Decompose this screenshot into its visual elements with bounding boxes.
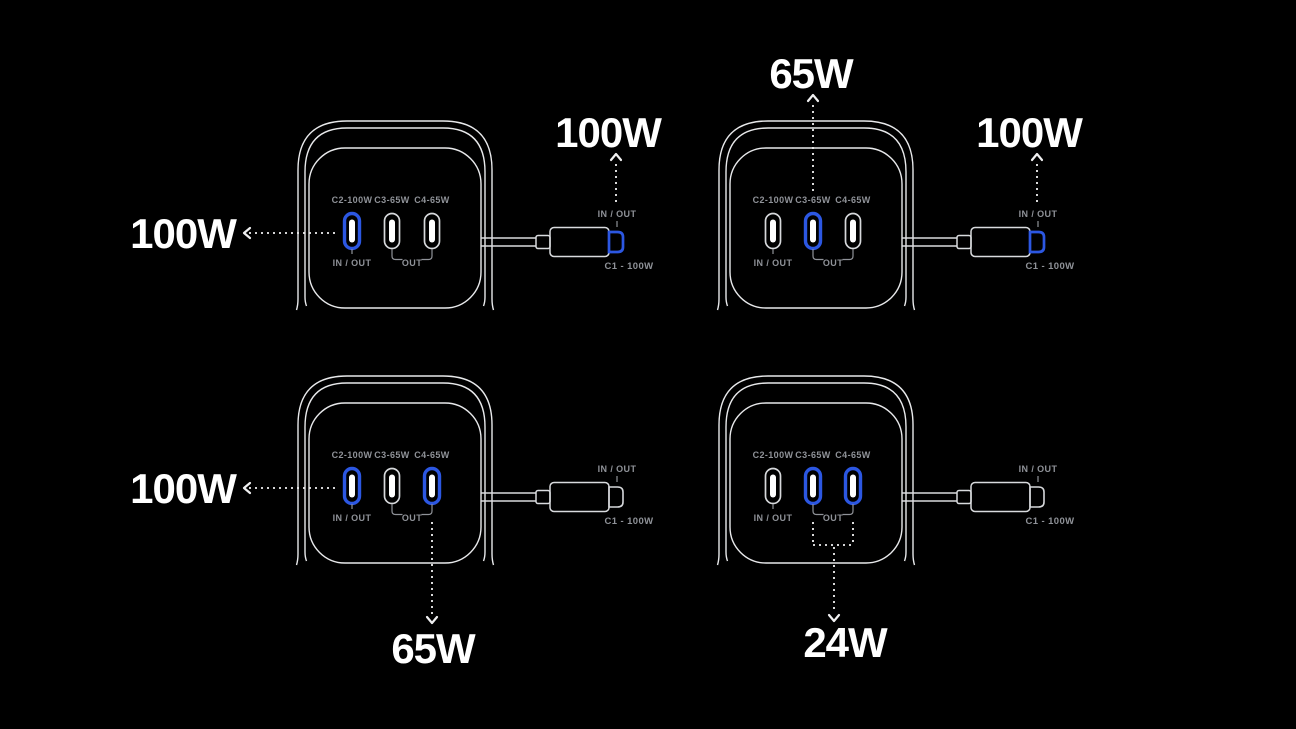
connector-tip <box>608 231 624 253</box>
port-label-c2: C2-100W <box>753 195 794 205</box>
connector-tip <box>1029 231 1045 253</box>
c2-io-label: IN / OUT <box>754 258 793 268</box>
c3-power-label: 65W <box>769 50 854 97</box>
connector-tip <box>608 486 624 508</box>
connector-tip <box>1029 486 1045 508</box>
port-label-c2: C2-100W <box>332 195 373 205</box>
c2-power-label: 100W <box>130 210 237 257</box>
port-label-c4: C4-65W <box>835 195 871 205</box>
port-label-c2: C2-100W <box>332 450 373 460</box>
scenario-top-left: C2-100W C3-65W C4-65W IN / OUT OUT IN / … <box>130 109 663 311</box>
cable-name-label: C1 - 100W <box>604 516 653 527</box>
usb-c-port-c4 <box>424 468 440 504</box>
c3-c4-power-label: 24W <box>803 619 888 666</box>
arrow-head-up-icon <box>609 152 623 162</box>
cable-name-label: C1 - 100W <box>1025 261 1074 272</box>
out-bracket <box>391 504 433 516</box>
port-label-c4: C4-65W <box>414 450 450 460</box>
usb-c-port-c2 <box>765 213 781 249</box>
arrow-head-up-icon <box>1030 152 1044 162</box>
port-label-c2: C2-100W <box>753 450 794 460</box>
usb-c-port-c4 <box>424 213 440 249</box>
c2-io-label: IN / OUT <box>333 513 372 523</box>
out-label: OUT <box>823 513 843 523</box>
scenario-top-right: C2-100W C3-65W C4-65W IN / OUT OUT IN / … <box>716 50 1084 311</box>
arrow-head-left-icon <box>242 481 252 495</box>
usb-c-port-c2 <box>765 468 781 504</box>
port-label-c4: C4-65W <box>414 195 450 205</box>
usb-c-port-c4 <box>845 468 861 504</box>
port-label-c3: C3-65W <box>374 195 410 205</box>
cable-power-label: 100W <box>555 109 662 156</box>
cable-io-label: IN / OUT <box>1019 209 1058 219</box>
port-label-c3: C3-65W <box>374 450 410 460</box>
usb-c-port-c3 <box>384 213 400 249</box>
c2-power-label: 100W <box>130 465 237 512</box>
c2-io-label: IN / OUT <box>754 513 793 523</box>
out-bracket <box>391 249 433 261</box>
scenario-bottom-left: C2-100W C3-65W C4-65W IN / OUT OUT IN / … <box>130 375 653 672</box>
out-label: OUT <box>823 258 843 268</box>
c2-io-label: IN / OUT <box>333 258 372 268</box>
port-label-c4: C4-65W <box>835 450 871 460</box>
usb-c-port-c2 <box>344 468 360 504</box>
out-bracket <box>812 504 854 516</box>
scenario-bottom-right: C2-100W C3-65W C4-65W IN / OUT OUT IN / … <box>716 375 1074 666</box>
usb-c-port-c3 <box>805 213 821 249</box>
cable-name-label: C1 - 100W <box>1025 516 1074 527</box>
cable-io-label: IN / OUT <box>1019 464 1058 474</box>
c4-power-label: 65W <box>391 625 476 672</box>
port-label-c3: C3-65W <box>795 450 831 460</box>
arrow-head-down-icon <box>827 613 841 623</box>
combined-ports-bracket-arrow-line <box>812 522 854 613</box>
cable-io-label: IN / OUT <box>598 209 637 219</box>
usb-c-port-c3 <box>805 468 821 504</box>
usb-c-port-c4 <box>845 213 861 249</box>
charger-outline <box>295 120 495 311</box>
usb-c-cable <box>901 226 1031 258</box>
arrow-head-up-icon <box>806 93 820 103</box>
cable-io-label: IN / OUT <box>598 464 637 474</box>
cable-name-label: C1 - 100W <box>604 261 653 272</box>
cable-power-label: 100W <box>976 109 1083 156</box>
usb-c-cable <box>901 481 1031 513</box>
out-label: OUT <box>402 513 422 523</box>
charger-outline <box>295 375 495 566</box>
usb-c-port-c2 <box>344 213 360 249</box>
out-label: OUT <box>402 258 422 268</box>
arrow-head-left-icon <box>242 226 252 240</box>
usb-c-cable <box>480 226 610 258</box>
usb-c-cable <box>480 481 610 513</box>
port-label-c3: C3-65W <box>795 195 831 205</box>
out-bracket <box>812 249 854 261</box>
usb-c-port-c3 <box>384 468 400 504</box>
arrow-head-down-icon <box>425 615 439 625</box>
